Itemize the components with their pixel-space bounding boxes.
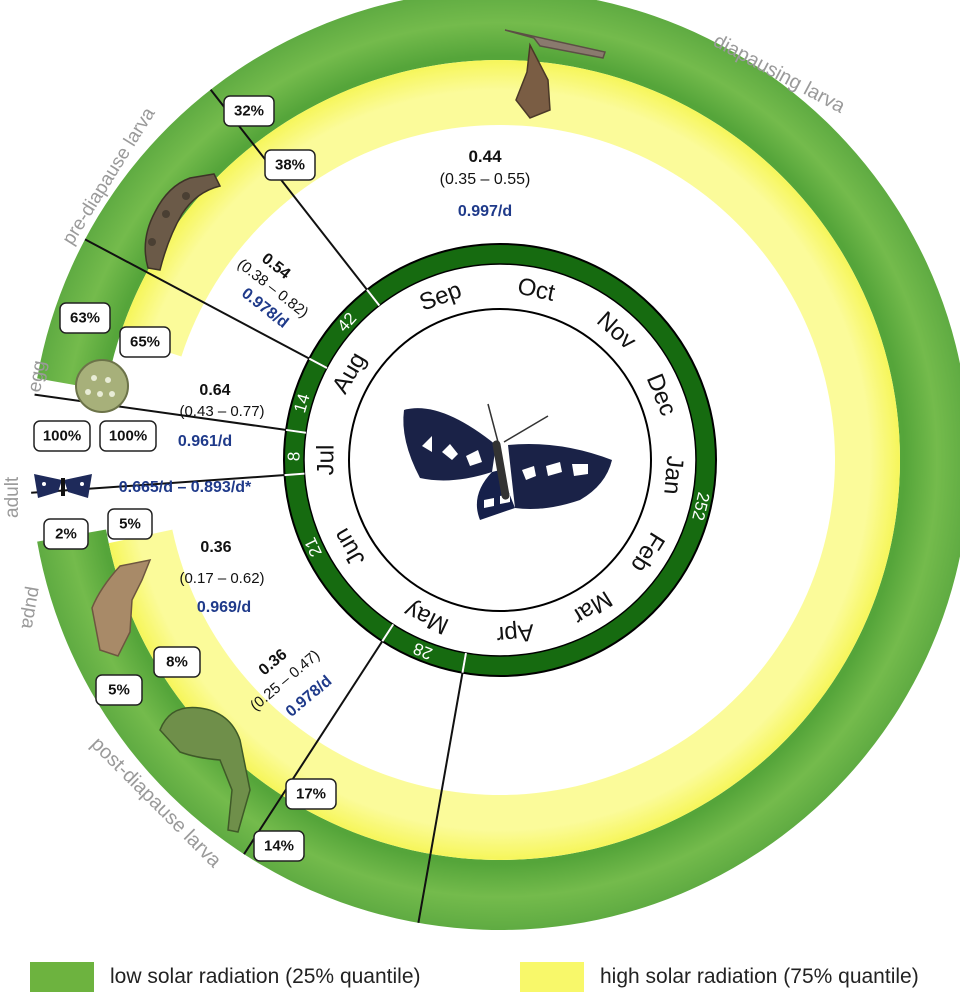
survival-box-post-low: 5%	[95, 674, 143, 706]
survival-box-adult-high: 100%	[99, 420, 157, 452]
survival-value: 65%	[130, 334, 160, 351]
ring-divider	[381, 623, 395, 642]
stat-rate: 0.665/d – 0.893/d*	[119, 479, 252, 496]
legend-high-radiation: high solar radiation (75% quantile)	[520, 962, 919, 992]
legend-low-radiation: low solar radiation (25% quantile)	[30, 962, 421, 992]
survival-value: 100%	[109, 428, 147, 445]
survival-value: 17%	[296, 786, 326, 803]
stats-adult: 0.665/d – 0.893/d*	[119, 479, 252, 496]
post-diapause-larva-illustration	[159, 706, 251, 833]
ring-divider	[461, 652, 467, 673]
survival-value: 5%	[119, 516, 141, 533]
survival-box-post-high: 8%	[153, 646, 201, 678]
pupa-illustration	[91, 558, 152, 657]
pre-diapause-larva-illustration	[144, 173, 222, 271]
survival-box-egg-high: 65%	[119, 326, 171, 358]
ring-divider	[366, 289, 381, 307]
legend-swatch-yellow	[520, 962, 584, 992]
legend-label-high: high solar radiation (75% quantile)	[600, 965, 919, 988]
survival-box-pupa-high: 5%	[107, 508, 153, 540]
ring-divider	[308, 357, 328, 369]
stat-ci: (0.17 – 0.62)	[179, 570, 264, 587]
stage-boundary-line	[84, 238, 328, 369]
survival-value: 32%	[234, 103, 264, 120]
survival-value: 38%	[275, 157, 305, 174]
ring-divider	[284, 472, 305, 477]
egg-illustration	[75, 359, 129, 413]
survival-box-emerge-high: 17%	[285, 778, 337, 810]
survival-value: 5%	[108, 682, 130, 699]
survival-box-emerge-low: 14%	[253, 830, 305, 862]
stage-boundary-line	[243, 623, 395, 855]
white-admiral-butterfly-image	[403, 403, 612, 520]
stat-rate: 0.969/d	[197, 599, 251, 616]
stats-egg: 0.64 (0.43 – 0.77) 0.961/d	[178, 382, 265, 450]
legend-swatch-green	[30, 962, 94, 992]
month-label-jul: Jul	[313, 445, 340, 476]
survival-box-egg-low: 63%	[59, 302, 111, 334]
stage-label-egg: egg	[24, 359, 50, 394]
ring-divider	[285, 428, 307, 434]
survival-box-adult-low: 100%	[33, 420, 91, 452]
duration-egg: 14	[290, 392, 313, 415]
stats-diapausing-larva: 0.44 (0.35 – 0.55) 0.997/d	[440, 147, 531, 220]
stat-mean: 0.44	[468, 147, 502, 166]
stage-label-pupa: pupa	[17, 585, 45, 631]
survival-value: 8%	[166, 654, 188, 671]
stats-post-diapause-larva: 0.36 (0.25 – 0.47) 0.978/d	[247, 646, 335, 721]
survival-box-diap-high: 38%	[264, 149, 316, 181]
survival-value: 63%	[70, 310, 100, 327]
stage-label-adult: adult	[2, 476, 23, 518]
stat-ci: (0.35 – 0.55)	[440, 171, 531, 188]
stat-rate: 0.961/d	[178, 433, 232, 450]
month-label-apr: Apr	[495, 618, 535, 648]
stat-ci: (0.43 – 0.77)	[179, 403, 264, 420]
month-ring-inner-edge	[303, 263, 697, 657]
stats-pupa: 0.36 (0.17 – 0.62) 0.969/d	[179, 539, 264, 616]
survival-value: 14%	[264, 838, 294, 855]
survival-value: 100%	[43, 428, 81, 445]
stage-boundary-line	[417, 652, 467, 924]
adult-butterfly-small-icon	[34, 474, 92, 498]
survival-value: 2%	[55, 526, 77, 543]
stat-mean: 0.36	[200, 539, 231, 556]
stat-mean: 0.64	[199, 382, 230, 399]
stat-rate: 0.997/d	[458, 203, 512, 220]
survival-box-diap-low: 32%	[223, 95, 275, 127]
survival-boxes: 32% 38% 63% 65% 100% 100% 5% 2% 8% 5% 17% 14%	[33, 95, 337, 862]
survival-box-pupa-low: 2%	[43, 518, 89, 550]
duration-adult: 8	[284, 452, 303, 462]
month-label-jan: Jan	[658, 455, 688, 496]
diapausing-larva-illustration	[504, 29, 606, 119]
legend-label-low: low solar radiation (25% quantile)	[110, 965, 421, 988]
stats-pre-diapause-larva: 0.54 (0.38 – 0.82) 0.978/d	[234, 250, 311, 332]
